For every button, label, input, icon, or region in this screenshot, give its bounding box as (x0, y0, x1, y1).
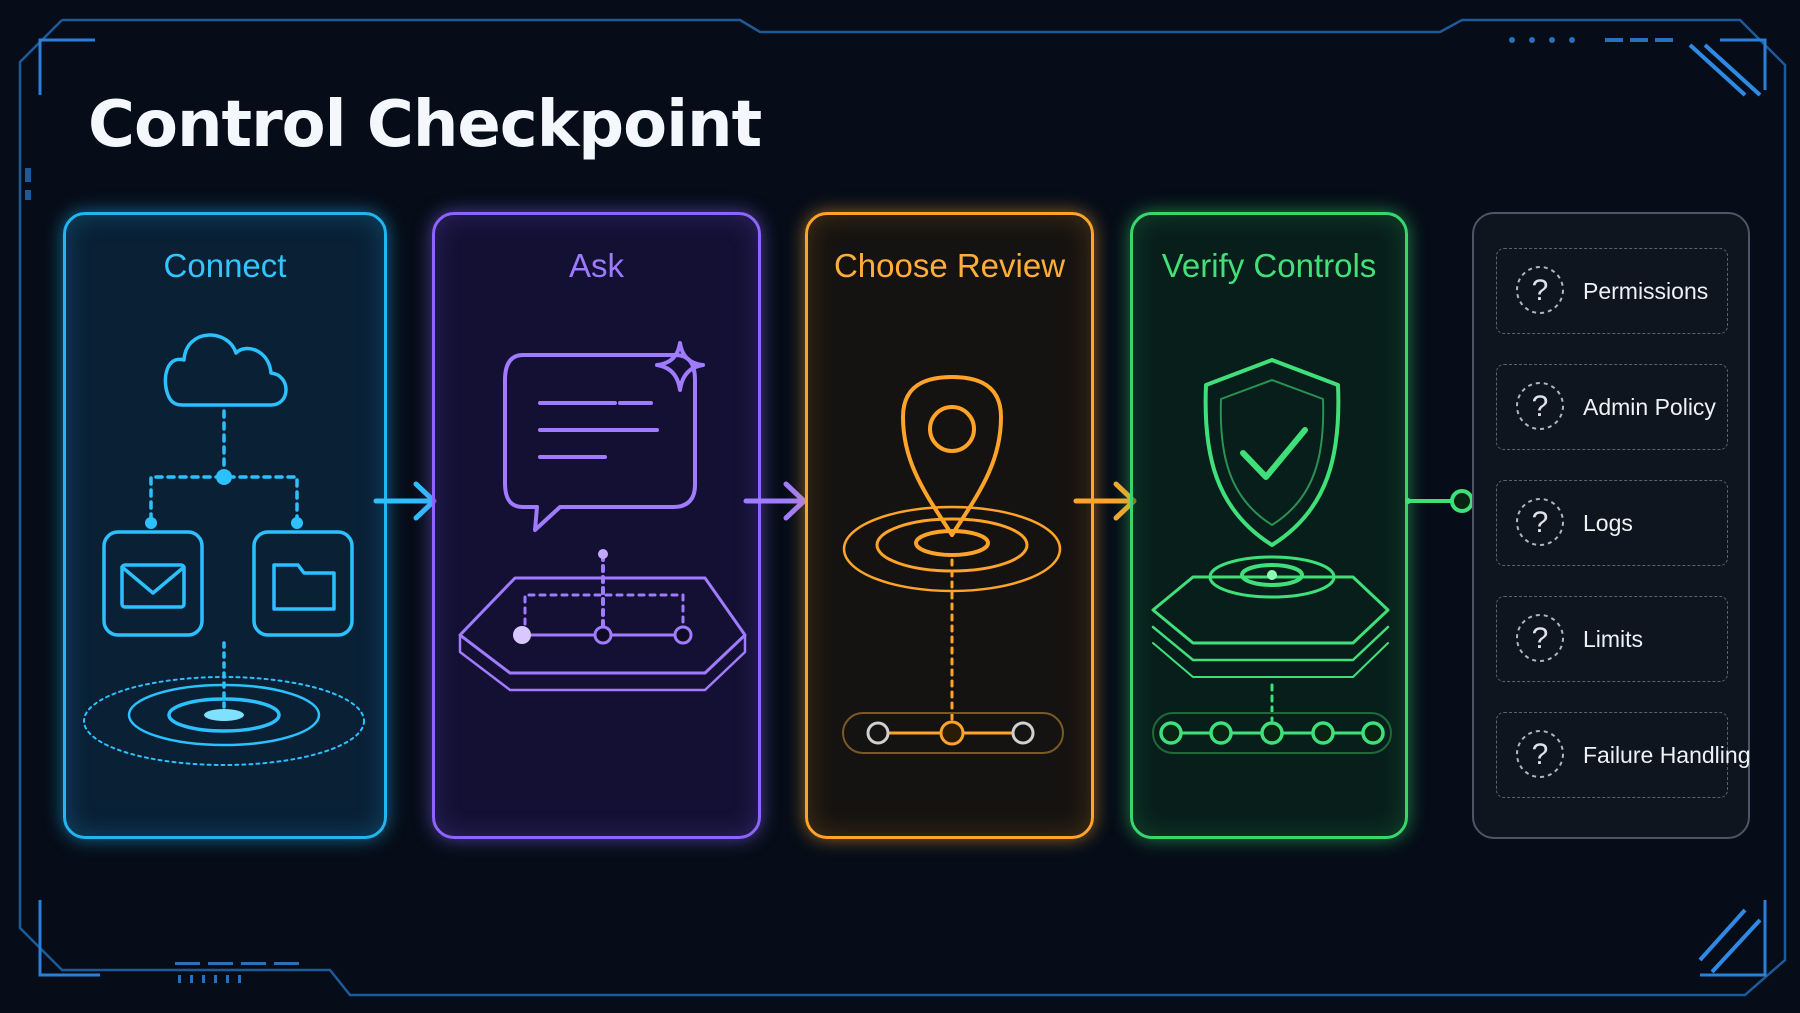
step-title: Verify Controls (1161, 247, 1377, 284)
question-icon: ? (1516, 730, 1564, 778)
checklist-item: ? Limits (1496, 596, 1728, 682)
step-card-choose-review: Choose Review (805, 212, 1094, 839)
location-pin-icon (842, 375, 1064, 754)
cloud-network-icon (83, 333, 365, 766)
shield-check-icon (1151, 358, 1392, 754)
page-title: Control Checkpoint (88, 88, 762, 162)
svg-text:?: ? (1532, 506, 1549, 539)
checklist-item: ? Logs (1496, 480, 1728, 566)
connector-dot-icon (1405, 489, 1474, 513)
checklist-item: ? Admin Policy (1496, 364, 1728, 450)
checklist-label: Logs (1583, 510, 1633, 536)
question-icon: ? (1516, 614, 1564, 662)
checklist-panel: ? Permissions ? Admin Policy ? Logs ? Li… (1472, 212, 1750, 839)
step-title: Ask (568, 247, 624, 284)
checklist-item: ? Failure Handling (1496, 712, 1750, 798)
svg-text:?: ? (1532, 390, 1549, 423)
checklist-item: ? Permissions (1496, 248, 1728, 334)
arrow-icon (743, 481, 807, 521)
chat-sparkle-icon (458, 341, 747, 692)
checklist-label: Admin Policy (1583, 394, 1716, 420)
svg-text:?: ? (1532, 738, 1549, 771)
arrow-icon (1073, 481, 1137, 521)
step-card-ask: Ask (432, 212, 761, 839)
step-title: Choose Review (833, 247, 1066, 284)
question-icon: ? (1516, 382, 1564, 430)
step-title: Connect (163, 247, 287, 284)
question-icon: ? (1516, 266, 1564, 314)
step-card-verify-controls: Verify Controls (1130, 212, 1408, 839)
question-icon: ? (1516, 498, 1564, 546)
checklist-label: Permissions (1583, 278, 1709, 304)
checklist-label: Failure Handling (1583, 742, 1751, 768)
checklist-label: Limits (1583, 626, 1644, 652)
step-card-connect: Connect (63, 212, 387, 839)
svg-text:?: ? (1532, 622, 1549, 655)
svg-text:?: ? (1532, 274, 1549, 307)
